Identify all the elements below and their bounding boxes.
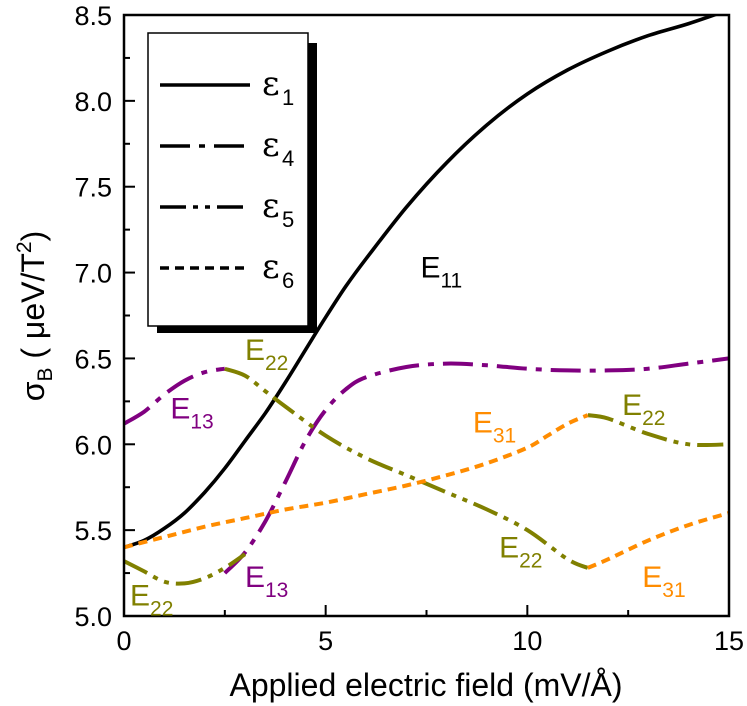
y-tick-label: 8.5 [74,1,112,31]
curve-label: E [622,389,642,422]
curve-label: E [499,532,519,565]
y-tick-label: 7.5 [74,173,112,203]
x-axis-title: Applied electric field (mV/Å) [229,667,622,703]
series-layer [124,15,729,586]
series-line-short-dash-8 [587,511,729,570]
y-tick-label: 7.0 [74,259,112,289]
y-tick-label: 6.0 [74,430,112,460]
legend-label-subscript: 1 [282,85,294,110]
y-axis-symbol-subscript: B [34,368,57,382]
legend-label: ε [262,247,280,287]
series-line-dash-dot-3 [223,356,729,575]
x-tick-label: 5 [318,626,333,656]
curve-label: E [245,334,265,367]
curve-label-subscript: 22 [150,598,173,621]
legend-label-subscript: 5 [282,207,294,232]
y-axis-units-close: ) [15,231,51,242]
legend-label: ε [262,186,280,226]
curve-label-subscript: 13 [190,411,213,434]
series-line-dash-dot-dot-6 [587,413,729,448]
curve-label: E [642,561,662,594]
series-line-dash-dot-2 [124,366,226,426]
y-axis-symbol: σ [15,381,51,401]
x-tick-label: 0 [116,626,131,656]
legend-box [147,32,309,327]
curve-label-subscript: 22 [642,407,665,430]
curve-label-subscript: 13 [265,579,288,602]
curve-label: E [130,580,150,613]
curve-label: E [245,561,265,594]
x-tick-label: 10 [512,626,542,656]
legend-label-subscript: 4 [282,146,294,171]
curve-label-subscript: 22 [265,352,288,375]
y-tick-label: 8.0 [74,87,112,117]
y-tick-label: 6.5 [74,344,112,374]
curve-label: E [170,393,190,426]
y-axis-units: ( μeV/T [15,253,51,367]
y-axis-units-superscript: 2 [13,241,36,253]
series-line-solid-1 [124,15,720,550]
series-line-short-dash-7 [124,413,589,550]
curve-label: E [473,406,493,439]
y-axis-title: σB ( μeV/T2) [13,231,57,402]
y-tick-label: 5.5 [74,516,112,546]
curve-label-subscript: 31 [493,424,516,447]
curve-label-subscript: 31 [662,579,685,602]
series-line-dash-dot-dot-4 [124,552,247,586]
series-line-dash-dot-dot-5 [224,366,589,570]
curve-label: E [420,252,440,285]
curve-label-subscript: 11 [440,270,462,293]
x-tick-label: 15 [714,626,744,656]
legend-label: ε [262,64,280,104]
y-tick-label: 5.0 [74,602,112,632]
legend-label-subscript: 6 [282,268,294,293]
legend-label: ε [262,125,280,165]
curve-label-subscript: 22 [519,550,542,573]
